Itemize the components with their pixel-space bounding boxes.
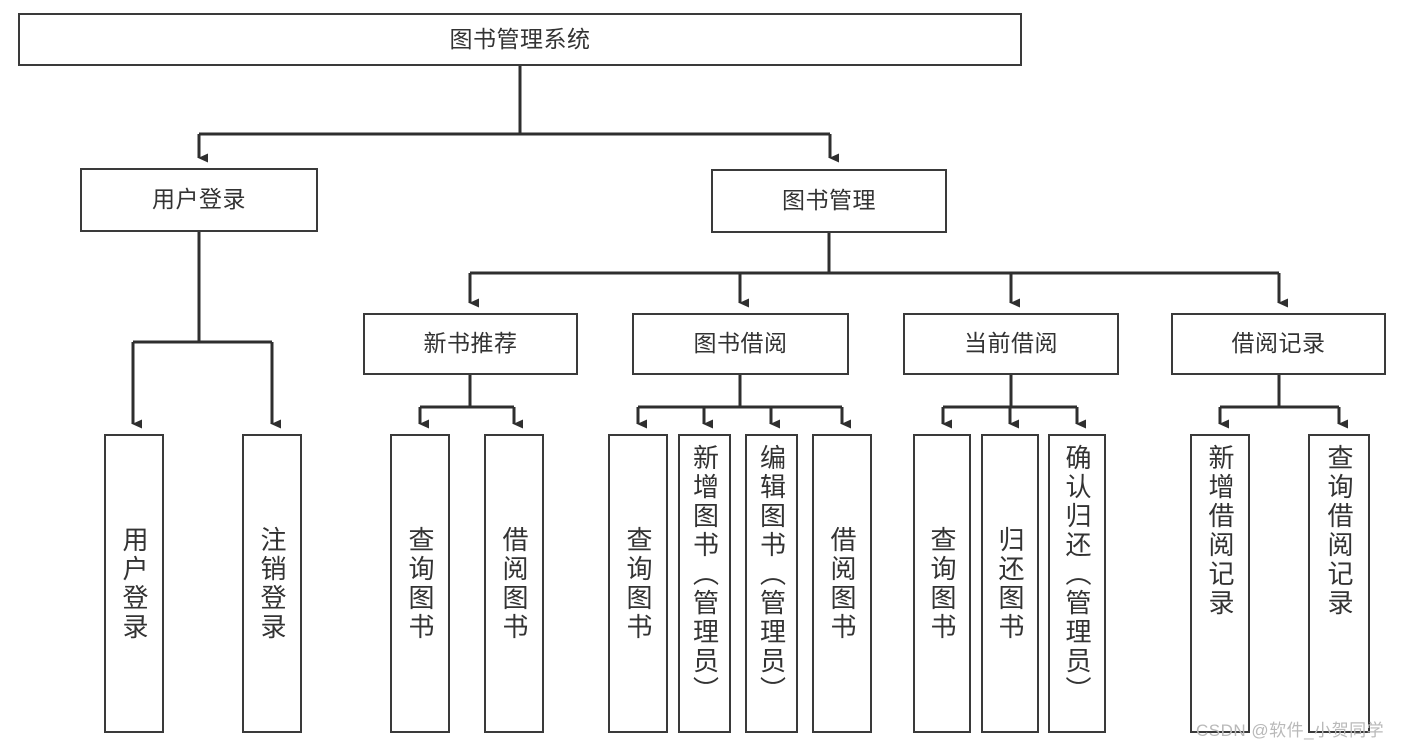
node-book-borrow[interactable]: 图书借阅: [632, 313, 849, 375]
node-label: 用户登录: [152, 186, 246, 213]
leaf-borrow-book-2[interactable]: 借阅图书: [812, 434, 872, 733]
node-label: 注销登录: [257, 525, 287, 642]
leaf-user-login[interactable]: 用户登录: [104, 434, 164, 733]
node-label: 归还图书: [995, 525, 1025, 642]
leaf-query-book-1[interactable]: 查询图书: [390, 434, 450, 733]
node-borrow-record[interactable]: 借阅记录: [1171, 313, 1386, 375]
leaf-query-book-3[interactable]: 查询图书: [913, 434, 971, 733]
node-label: 确认归还（管理员）: [1062, 444, 1092, 705]
csdn-watermark: CSDN @软件_小贺同学: [1196, 721, 1385, 740]
node-label: 新书推荐: [423, 330, 518, 357]
node-label: 编辑图书（管理员）: [756, 444, 787, 705]
leaf-confirm-return[interactable]: 确认归还（管理员）: [1048, 434, 1106, 733]
node-label: 借阅图书: [499, 525, 529, 642]
node-label: 图书管理系统: [449, 25, 591, 52]
node-label: 新增借阅记录: [1205, 444, 1235, 618]
leaf-query-book-2[interactable]: 查询图书: [608, 434, 668, 733]
node-label: 当前借阅: [964, 330, 1058, 357]
node-book-manage[interactable]: 图书管理: [711, 169, 947, 233]
node-label: 借阅图书: [827, 525, 857, 642]
leaf-query-record[interactable]: 查询借阅记录: [1308, 434, 1370, 733]
node-label: 查询借阅记录: [1324, 444, 1354, 618]
leaf-add-record[interactable]: 新增借阅记录: [1190, 434, 1250, 733]
leaf-return-book[interactable]: 归还图书: [981, 434, 1039, 733]
leaf-borrow-book-1[interactable]: 借阅图书: [484, 434, 544, 733]
node-label: 查询图书: [405, 525, 435, 642]
node-label: 新增图书（管理员）: [689, 444, 720, 705]
node-label: 用户登录: [119, 525, 149, 642]
node-label: 图书借阅: [693, 330, 788, 357]
node-user-login[interactable]: 用户登录: [80, 168, 318, 232]
node-current-borrow[interactable]: 当前借阅: [903, 313, 1119, 375]
node-label: 借阅记录: [1231, 330, 1326, 357]
node-label: 查询图书: [623, 525, 653, 642]
leaf-edit-book[interactable]: 编辑图书（管理员）: [745, 434, 798, 733]
node-new-book-rec[interactable]: 新书推荐: [363, 313, 578, 375]
leaf-add-book[interactable]: 新增图书（管理员）: [678, 434, 731, 733]
leaf-logout[interactable]: 注销登录: [242, 434, 302, 733]
node-root[interactable]: 图书管理系统: [18, 13, 1022, 66]
node-label: 查询图书: [927, 525, 957, 642]
node-label: 图书管理: [782, 187, 876, 214]
